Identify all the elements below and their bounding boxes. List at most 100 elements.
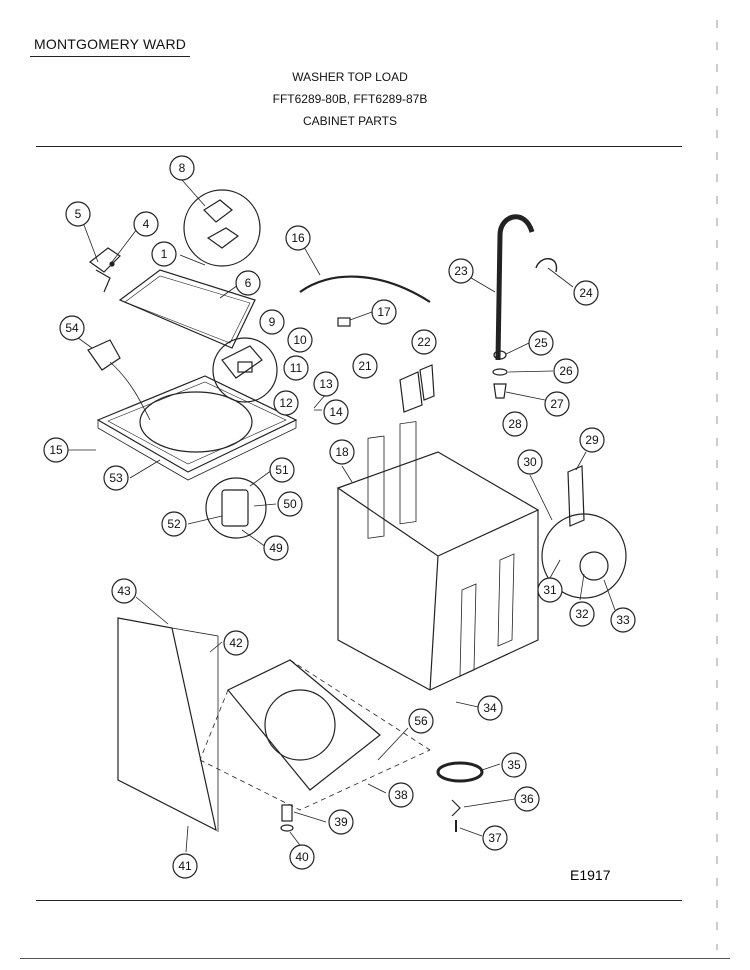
callout-circle <box>517 449 543 475</box>
bottom-divider <box>36 900 682 901</box>
callout-circle <box>408 708 434 734</box>
callout-28: 28 <box>502 411 528 437</box>
callout-41: 41 <box>172 853 198 879</box>
callout-number: 1 <box>161 247 168 261</box>
callout-circle <box>172 853 198 879</box>
callout-30: 30 <box>517 449 543 475</box>
callout-54: 54 <box>59 315 85 341</box>
callout-34: 34 <box>477 695 503 721</box>
callout-circle <box>161 511 187 537</box>
diagram-title-block: WASHER TOP LOAD FFT6289-80B, FFT6289-87B… <box>220 66 480 132</box>
scan-edge-mark <box>716 20 718 950</box>
callout-52: 52 <box>161 511 187 537</box>
callout-1: 1 <box>151 241 177 267</box>
callout-6: 6 <box>235 270 261 296</box>
top-divider <box>36 146 682 147</box>
callout-number: 6 <box>245 276 252 290</box>
control-detail-circle <box>205 477 267 539</box>
callout-number: 28 <box>508 417 522 431</box>
callout-number: 32 <box>575 607 589 621</box>
callout-number: 50 <box>283 497 297 511</box>
callout-number: 21 <box>358 359 372 373</box>
callout-number: 37 <box>488 831 502 845</box>
callout-circle <box>411 329 437 355</box>
callout-circle <box>388 782 414 808</box>
callout-51: 51 <box>269 457 295 483</box>
title-line-1: WASHER TOP LOAD <box>292 70 408 84</box>
callout-number: 52 <box>167 517 181 531</box>
callout-circle <box>477 695 503 721</box>
callout-number: 13 <box>319 377 333 391</box>
callout-39: 39 <box>328 809 354 835</box>
callout-circle <box>169 155 195 181</box>
callout-circle <box>269 457 295 483</box>
callout-number: 16 <box>291 231 305 245</box>
callout-circle <box>111 578 137 604</box>
callout-group: 1456891011121314151617182122232425262728… <box>43 155 636 879</box>
callout-circle <box>610 607 636 633</box>
callout-number: 35 <box>507 758 521 772</box>
callout-number: 43 <box>117 584 131 598</box>
callout-29: 29 <box>579 427 605 453</box>
callout-circle <box>287 327 313 353</box>
callout-number: 27 <box>550 397 564 411</box>
drive-belt-part <box>436 761 484 783</box>
callout-circle <box>277 491 303 517</box>
callout-number: 9 <box>269 315 276 329</box>
callout-circle <box>328 809 354 835</box>
bleach-dispenser-part <box>87 339 121 371</box>
callout-number: 26 <box>559 364 573 378</box>
callout-number: 10 <box>293 333 307 347</box>
callout-circle <box>329 439 355 465</box>
brand-name: MONTGOMERY WARD <box>34 36 187 52</box>
callout-number: 17 <box>377 305 391 319</box>
callout-26: 26 <box>553 358 579 384</box>
callout-number: 15 <box>49 443 63 457</box>
callout-number: 51 <box>275 463 289 477</box>
callout-number: 22 <box>417 335 431 349</box>
callout-circle <box>133 211 159 237</box>
callout-circle <box>43 437 69 463</box>
callout-circle <box>553 358 579 384</box>
callout-number: 49 <box>269 541 283 555</box>
drain-hose-part <box>495 214 535 361</box>
callout-circle <box>151 241 177 267</box>
callout-50: 50 <box>277 491 303 517</box>
title-line-2: FFT6289-80B, FFT6289-87B <box>272 92 428 106</box>
inlet-hose-part <box>299 275 431 303</box>
top-cover-part <box>96 375 298 473</box>
callout-circle <box>569 601 595 627</box>
callout-circle <box>482 825 508 851</box>
callout-circle <box>59 315 85 341</box>
callout-24: 24 <box>573 280 599 306</box>
callout-9: 9 <box>259 309 285 335</box>
callout-circle <box>223 630 249 656</box>
callout-circle <box>263 535 289 561</box>
hinge-part <box>88 247 121 273</box>
callout-number: 11 <box>290 361 303 375</box>
callout-27: 27 <box>544 391 570 417</box>
callout-circle <box>352 353 378 379</box>
part-drawings <box>87 189 627 832</box>
callout-13: 13 <box>313 371 339 397</box>
callout-circle <box>544 391 570 417</box>
callout-number: 8 <box>179 161 186 175</box>
leader-lines <box>66 179 616 853</box>
front-panel-part <box>117 617 217 832</box>
callout-circle <box>259 309 285 335</box>
callout-circle <box>235 270 261 296</box>
callout-number: 29 <box>585 433 599 447</box>
callout-5: 5 <box>65 201 91 227</box>
callout-circle <box>273 390 299 416</box>
callout-49: 49 <box>263 535 289 561</box>
callout-circle <box>501 752 527 778</box>
callout-circle <box>65 201 91 227</box>
callout-11: 11 <box>283 355 309 381</box>
callout-number: 18 <box>335 445 349 459</box>
callout-circle <box>537 577 563 603</box>
callout-number: 54 <box>65 321 79 335</box>
callout-10: 10 <box>287 327 313 353</box>
callout-circle <box>579 427 605 453</box>
callout-number: 14 <box>329 405 343 419</box>
